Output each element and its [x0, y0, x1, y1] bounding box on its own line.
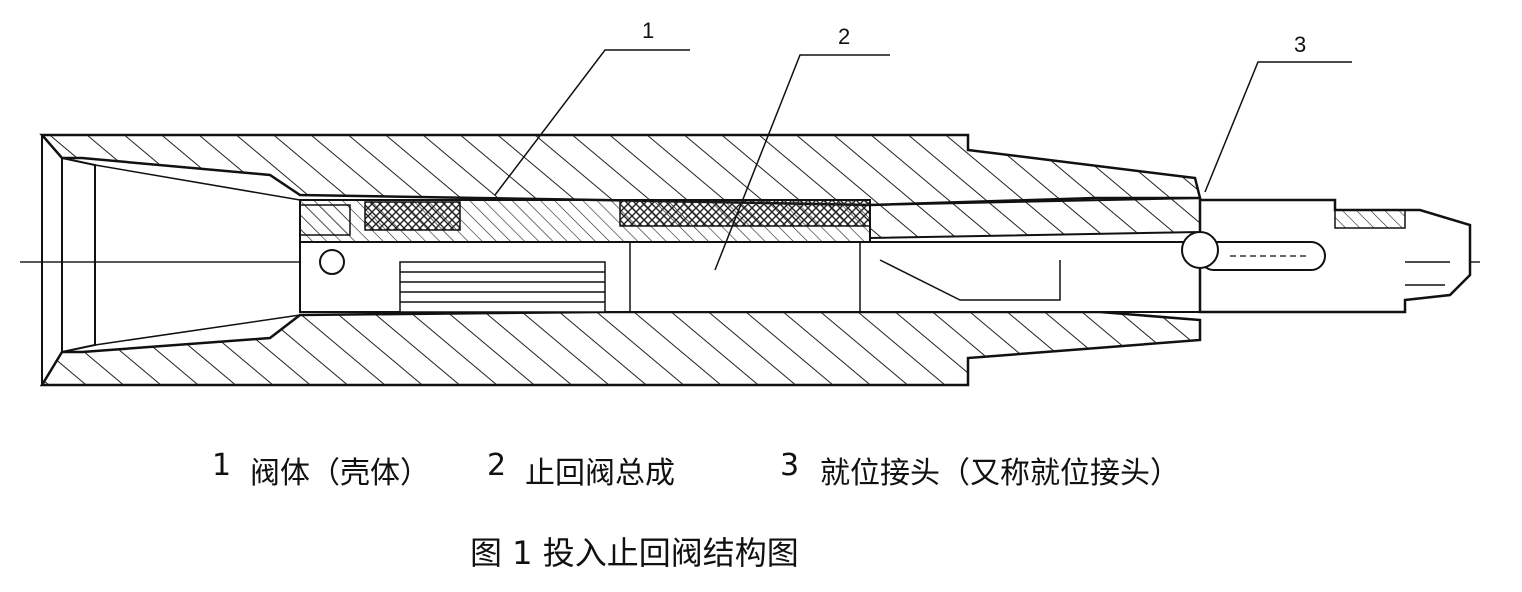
leader-1 [494, 49, 690, 196]
callout-number-1: 1 [642, 18, 654, 43]
ball [1181, 231, 1219, 269]
leader-3 [1204, 61, 1352, 193]
retaining-pin [319, 249, 345, 275]
legend-num-1: 1 [212, 448, 232, 483]
body-lower-wall [39, 310, 1202, 387]
spring-lines [400, 271, 605, 303]
body-upper-wall [39, 133, 1202, 207]
parts-legend: 1 阀体（壳体） 2 止回阀总成 3 就位接头（又称就位接头） [0, 448, 1522, 498]
legend-num-2: 2 [487, 448, 507, 483]
leader-2 [714, 54, 890, 271]
legend-label-1: 阀体（壳体） [250, 456, 430, 491]
bore-taper-bottom [94, 314, 301, 346]
callout-number-3: 3 [1294, 32, 1306, 57]
nose-tip [1405, 261, 1450, 286]
caption-text: 图 1 投入止回阀结构图 [470, 534, 799, 572]
left-collar [299, 204, 351, 236]
knurl-band-right [619, 199, 871, 227]
check-valve-cross-section: 1 2 3 [20, 18, 1480, 387]
leader-lines [494, 49, 1352, 271]
taper-sleeve [869, 196, 1201, 240]
figure-caption: 图 1 投入止回阀结构图 [470, 528, 799, 574]
callout-number-2: 2 [838, 24, 850, 49]
legend-label-2: 止回阀总成 [525, 456, 675, 491]
bore-taper-top [94, 164, 301, 201]
legend-num-3: 3 [780, 448, 800, 483]
body-left-bore [41, 135, 96, 385]
core-neck [879, 259, 1061, 301]
nipple-thread [1334, 209, 1406, 229]
spring-section [399, 261, 606, 313]
knurl-band-left [364, 201, 461, 231]
legend-label-3: 就位接头（又称就位接头） [820, 456, 1180, 491]
